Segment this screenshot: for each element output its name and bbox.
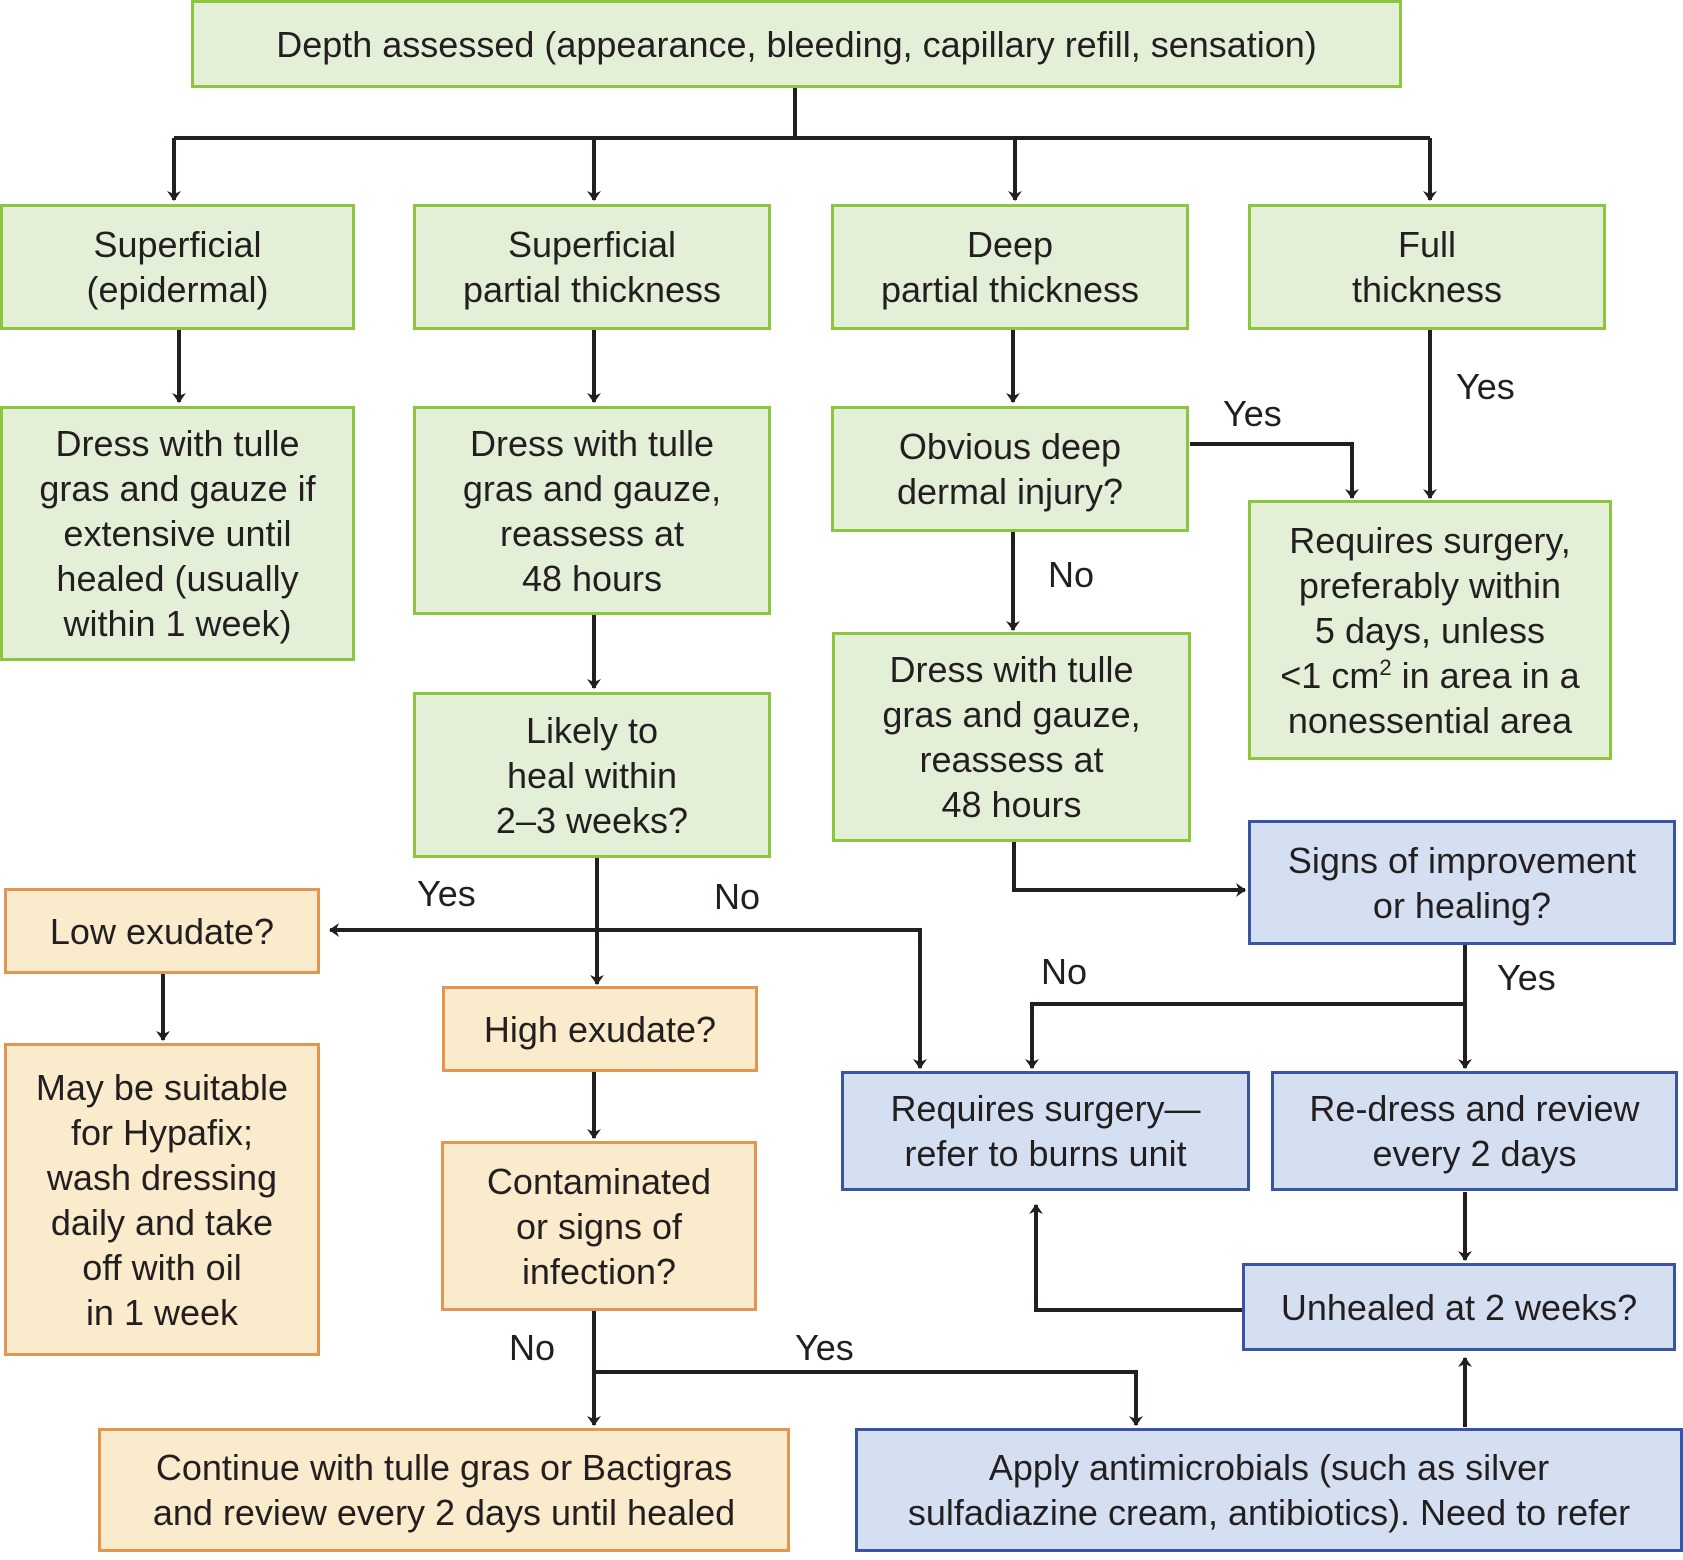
node-likely-heal: Likely to heal within 2–3 weeks?	[413, 692, 771, 858]
node-depth-assessed: Depth assessed (appearance, bleeding, ca…	[191, 0, 1402, 88]
label-contaminated-no: No	[509, 1327, 556, 1368]
node-unhealed: Unhealed at 2 weeks?	[1242, 1263, 1676, 1351]
arrow-signs-no	[1025, 1002, 1465, 1069]
node-superficial-partial: Superficial partial thickness	[413, 204, 771, 330]
arrow-likely-no-surgery	[597, 928, 927, 1069]
node-dress-superficial: Dress with tulle gras and gauze if exten…	[0, 406, 355, 661]
node-deep-partial: Deep partial thickness	[831, 204, 1189, 330]
surgery-text-b: in area in a nonessential area	[1287, 654, 1580, 741]
node-high-exudate: High exudate?	[442, 986, 758, 1072]
surgery-full-text: Requires surgery, preferably within 5 da…	[1280, 518, 1579, 743]
node-surgery-full: Requires surgery, preferably within 5 da…	[1248, 500, 1612, 760]
node-low-exudate: Low exudate?	[4, 888, 320, 974]
label-likely-yes: Yes	[417, 873, 476, 914]
node-requires-surgery-refer: Requires surgery— refer to burns unit	[841, 1071, 1250, 1191]
node-continue-tulle: Continue with tulle gras or Bactigras an…	[98, 1428, 790, 1552]
node-hypafix: May be suitable for Hypafix; wash dressi…	[4, 1043, 320, 1356]
node-contaminated: Contaminated or signs of infection?	[441, 1141, 757, 1311]
arrow-obvious-yes	[1190, 442, 1359, 499]
surgery-text-a: Requires surgery, preferably within 5 da…	[1280, 519, 1571, 696]
label-obvious-yes: Yes	[1223, 393, 1282, 434]
node-dress-sup-partial: Dress with tulle gras and gauze, reasses…	[413, 406, 771, 615]
node-redress: Re-dress and review every 2 days	[1271, 1071, 1678, 1191]
node-signs-improvement: Signs of improvement or healing?	[1248, 820, 1676, 945]
arrow-contaminated-yes	[594, 1370, 1143, 1426]
arrow-unhealed-surgery	[1029, 1204, 1242, 1312]
node-antimicrobials: Apply antimicrobials (such as silver sul…	[855, 1428, 1683, 1552]
node-superficial: Superficial (epidermal)	[0, 204, 355, 330]
label-full-yes: Yes	[1456, 366, 1515, 407]
label-signs-no: No	[1041, 951, 1088, 992]
node-obvious-deep: Obvious deep dermal injury?	[831, 406, 1189, 532]
label-obvious-no: No	[1048, 554, 1095, 595]
node-dress-deep: Dress with tulle gras and gauze, reasses…	[832, 632, 1191, 842]
node-full-thickness: Full thickness	[1248, 204, 1606, 330]
label-signs-yes: Yes	[1497, 957, 1556, 998]
arrow-dress-deep-signs	[1012, 842, 1246, 897]
surgery-text-sup: 2	[1379, 654, 1392, 680]
label-contaminated-yes: Yes	[795, 1327, 854, 1368]
label-likely-no: No	[714, 876, 761, 917]
